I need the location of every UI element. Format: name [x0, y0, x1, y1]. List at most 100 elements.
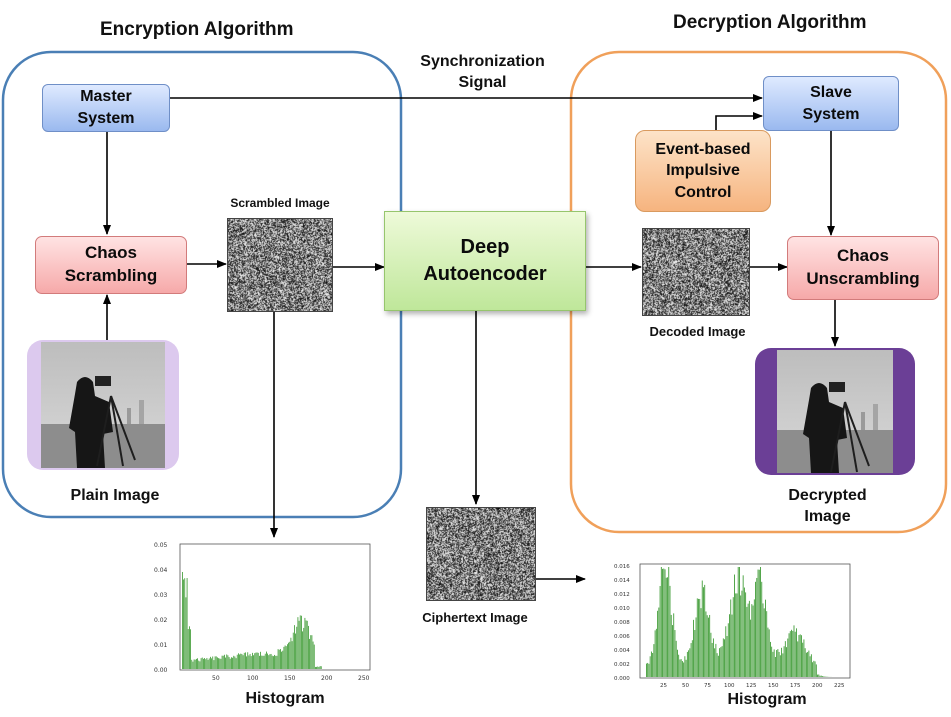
- histogram-bar: [262, 655, 264, 669]
- histogram-bar: [240, 653, 242, 669]
- histogram-bar: [660, 567, 662, 677]
- histogram-bar: [232, 657, 233, 669]
- hist-right-ytick: 0.016: [614, 564, 630, 570]
- histogram-bar: [788, 633, 790, 677]
- arrow-event-to-slave: [715, 112, 763, 130]
- histogram-bar: [812, 662, 814, 677]
- histogram-bar: [789, 631, 791, 677]
- histogram-bar: [704, 584, 706, 677]
- hist-right-xtick: 100: [724, 683, 735, 689]
- histogram-bar: [767, 627, 769, 677]
- histogram-bar: [778, 651, 780, 677]
- hist-right-xtick: 200: [812, 683, 823, 689]
- histogram-left-label: Histogram: [245, 690, 325, 707]
- histogram-bar: [799, 634, 801, 677]
- histogram-bar: [668, 567, 670, 677]
- histogram-bar: [784, 641, 786, 677]
- histogram-bar: [658, 607, 660, 677]
- hist-right-ytick: 0.014: [614, 578, 630, 584]
- histogram-bar: [748, 600, 750, 677]
- chaos-scrambling-line2: Scrambling: [64, 266, 158, 285]
- histogram-bar: [649, 656, 651, 677]
- ciphertext-image: [426, 507, 536, 601]
- histogram-bar: [726, 636, 728, 677]
- sync-signal-line2: Signal: [458, 73, 507, 91]
- sync-signal-label: Synchronization Signal: [395, 52, 570, 94]
- histogram-bar: [705, 611, 707, 677]
- histogram-bar: [747, 603, 749, 677]
- event-control-box: Event-based Impulsive Control: [635, 130, 771, 212]
- histogram-bar: [305, 620, 307, 669]
- hist-left-ytick: 0.01: [154, 642, 168, 649]
- histogram-bar: [228, 657, 230, 669]
- histogram-bar: [200, 658, 202, 669]
- slave-system-line1: Slave: [810, 83, 852, 101]
- histogram-bar: [735, 593, 737, 677]
- histogram-bar: [193, 659, 195, 669]
- histogram-bar: [235, 658, 237, 669]
- histogram-bar: [742, 575, 744, 677]
- hist-right-xtick: 150: [768, 683, 779, 689]
- histogram-bar: [191, 659, 193, 669]
- histogram-bar: [313, 644, 315, 669]
- histogram-bar: [187, 629, 189, 669]
- histogram-bar: [287, 644, 288, 669]
- deep-autoencoder-line2: Autoencoder: [423, 263, 547, 285]
- histogram-bar: [792, 630, 794, 677]
- histogram-bar: [746, 606, 748, 677]
- histogram-bar: [730, 599, 732, 677]
- histogram-bar: [711, 642, 713, 677]
- histogram-bar: [274, 654, 275, 669]
- histogram-bar: [725, 626, 727, 677]
- histogram-bar: [234, 656, 236, 669]
- histogram-bar: [678, 654, 680, 677]
- histogram-bar: [737, 567, 739, 677]
- histogram-bar: [198, 660, 200, 669]
- histogram-bar: [820, 675, 822, 677]
- histogram-bar: [675, 640, 677, 677]
- histogram-bar: [677, 649, 678, 677]
- histogram-bar: [679, 659, 681, 677]
- histogram-bar: [299, 615, 301, 669]
- plain-image-label: Plain Image: [70, 487, 160, 504]
- decrypted-label-line2: Image: [804, 507, 851, 525]
- histogram-bar: [270, 653, 272, 669]
- histogram-bar: [296, 626, 298, 669]
- histogram-bar: [273, 656, 274, 669]
- histogram-bar: [698, 598, 699, 677]
- hist-right-xtick: 125: [746, 683, 757, 689]
- slave-system-box: Slave System: [763, 76, 899, 131]
- histogram-bar: [218, 658, 219, 669]
- histogram-bar: [222, 655, 224, 669]
- decrypted-image-label: Decrypted Image: [760, 486, 895, 528]
- histogram-bar: [672, 625, 673, 677]
- histogram-bar: [803, 639, 805, 677]
- histogram-bar: [663, 568, 665, 677]
- histogram-bar: [686, 651, 688, 677]
- histogram-bar: [818, 674, 820, 677]
- histogram-bar: [246, 656, 247, 669]
- histogram-bar: [275, 655, 277, 669]
- master-system-line1: Master: [80, 88, 132, 106]
- histogram-bar: [224, 654, 225, 669]
- histogram-bar: [662, 568, 663, 677]
- histogram-bar: [787, 638, 789, 677]
- hist-right-xtick: 75: [704, 683, 711, 689]
- histogram-bar: [721, 646, 723, 677]
- histogram-bar: [297, 617, 299, 669]
- histogram-bar: [822, 676, 823, 677]
- histogram-bar: [715, 643, 717, 677]
- histogram-bar: [709, 614, 711, 677]
- histogram-bar: [280, 649, 281, 669]
- ciphertext-image-label: Ciphertext Image: [422, 610, 528, 625]
- hist-right-ytick: 0.010: [614, 606, 630, 612]
- histogram-right-label: Histogram: [727, 691, 807, 708]
- histogram-bar: [756, 577, 758, 677]
- histogram-bar: [190, 629, 191, 669]
- histogram-bar: [776, 650, 778, 677]
- histogram-bar: [695, 617, 697, 677]
- histogram-bar: [760, 567, 761, 677]
- hist-left-xtick: 200: [321, 675, 333, 682]
- histogram-bar: [203, 658, 204, 669]
